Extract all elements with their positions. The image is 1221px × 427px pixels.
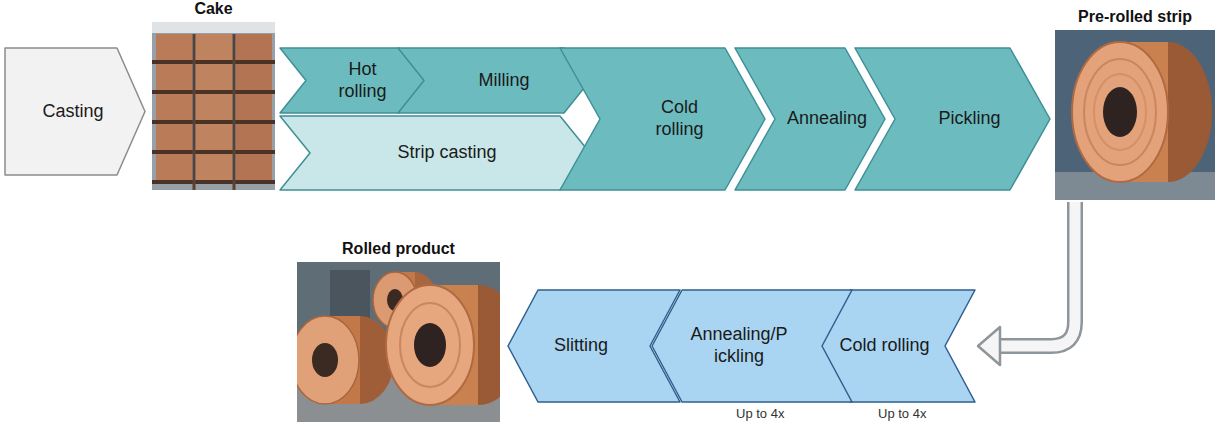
process-arrow: Milling bbox=[398, 48, 590, 113]
text-holder: Hot rolling bbox=[280, 48, 425, 113]
product-photo: Pre-rolled strip bbox=[1055, 30, 1215, 200]
arrow-outline bbox=[5, 48, 145, 175]
coils-photo bbox=[297, 262, 500, 422]
process-arrow: Hot rolling bbox=[280, 48, 425, 113]
arrow-outline bbox=[652, 290, 852, 402]
step-label: Annealing/Pickling bbox=[689, 324, 789, 367]
coil-photo bbox=[1055, 30, 1215, 200]
step-label: Cold rolling bbox=[640, 97, 720, 140]
step-label: Annealing bbox=[787, 108, 867, 130]
arrow-head bbox=[978, 327, 1000, 365]
step-label: Slitting bbox=[554, 335, 608, 357]
flow-arrow bbox=[978, 202, 1075, 365]
text-holder: Strip casting bbox=[280, 116, 590, 190]
step-label: Pickling bbox=[938, 108, 1000, 130]
arrow-outline bbox=[280, 116, 590, 190]
text-holder: Annealing bbox=[735, 48, 885, 190]
process-arrow: Pickling bbox=[855, 48, 1050, 190]
arrow-outline bbox=[398, 48, 590, 113]
arrow-outline bbox=[280, 48, 425, 113]
arrow-shaft bbox=[1000, 202, 1075, 346]
process-arrow: Slitting bbox=[508, 290, 680, 402]
text-holder: Milling bbox=[398, 48, 590, 113]
repeat-note: Up to 4x bbox=[736, 406, 784, 421]
arrow-shaft-outline bbox=[1000, 202, 1075, 346]
arrow-outline bbox=[560, 48, 765, 190]
photo-heading: Rolled product bbox=[297, 240, 500, 258]
text-holder: Casting bbox=[5, 48, 145, 175]
step-label: Milling bbox=[478, 70, 529, 92]
text-holder: Slitting bbox=[508, 290, 680, 402]
step-label: Cold rolling bbox=[839, 335, 929, 357]
arrow-outline bbox=[855, 48, 1050, 190]
photo-heading: Pre-rolled strip bbox=[1055, 8, 1215, 26]
process-arrow: Casting bbox=[5, 48, 145, 175]
product-photo: Rolled product bbox=[297, 262, 500, 422]
text-holder: Cold rolling bbox=[560, 48, 765, 190]
repeat-note: Up to 4x bbox=[878, 406, 926, 421]
arrow-outline bbox=[508, 290, 680, 402]
cake-photo bbox=[152, 22, 275, 190]
process-arrow: Cold rolling bbox=[560, 48, 765, 190]
product-photo: Cake bbox=[152, 22, 275, 190]
process-arrow: Annealing/Pickling bbox=[652, 290, 852, 402]
process-arrow: Strip casting bbox=[280, 116, 590, 190]
process-arrow: Annealing bbox=[735, 48, 885, 190]
photo-heading: Cake bbox=[152, 0, 275, 18]
step-label: Casting bbox=[42, 101, 103, 123]
text-holder: Pickling bbox=[855, 48, 1050, 190]
text-holder: Annealing/Pickling bbox=[652, 290, 852, 402]
step-label: Hot rolling bbox=[328, 59, 398, 102]
step-label: Strip casting bbox=[397, 142, 496, 164]
arrow-outline bbox=[735, 48, 885, 190]
